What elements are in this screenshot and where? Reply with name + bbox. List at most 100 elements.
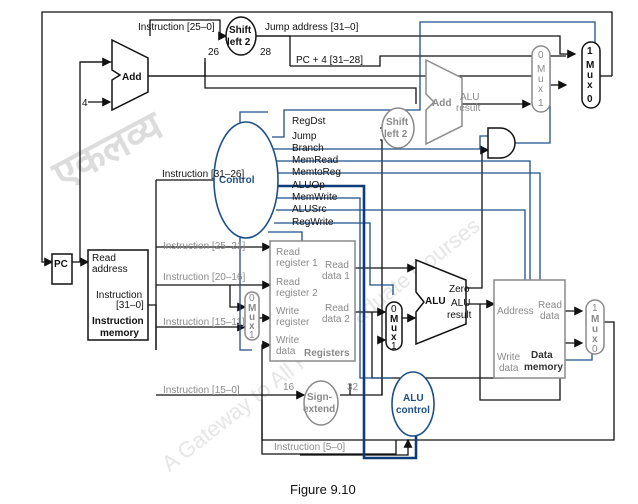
shift-top-line1: Shift <box>229 25 252 36</box>
svg-text:Write: Write <box>276 306 300 317</box>
pc-adder <box>111 38 149 112</box>
branch-adder-result-1: ALU <box>460 92 479 103</box>
jump-mux-labels: 1 M u x 0 <box>586 46 594 105</box>
svg-text:0: 0 <box>587 94 593 105</box>
label-28: 28 <box>260 47 272 58</box>
alu-control-line2: control <box>396 405 430 416</box>
label-instr-31-26: Instruction [31–26] <box>162 169 244 180</box>
svg-text:u: u <box>592 324 598 335</box>
svg-text:Read: Read <box>276 247 300 258</box>
shift-mid-line1: Shift <box>386 117 409 128</box>
svg-text:Write: Write <box>276 335 300 346</box>
alu-result-label-1: ALU <box>451 298 470 309</box>
signal-aluop: ALUOp <box>292 180 325 191</box>
signal-branch: Branch <box>292 143 324 154</box>
branch-adder <box>425 58 463 146</box>
svg-text:0: 0 <box>592 344 598 355</box>
signal-regdst: RegDst <box>292 116 326 127</box>
svg-text:M: M <box>248 303 256 314</box>
shift-left-2-jump <box>225 16 257 56</box>
register-file-labels: Read register 1 Read register 2 Write re… <box>276 247 350 359</box>
svg-text:Read: Read <box>276 277 300 288</box>
svg-text:Registers: Registers <box>304 348 350 359</box>
label-jump-address: Jump address [31–0] <box>265 22 359 33</box>
svg-text:u: u <box>391 323 397 334</box>
data-memory <box>493 279 566 379</box>
svg-text:0: 0 <box>538 50 544 61</box>
alusrc-mux <box>385 301 403 351</box>
svg-text:0: 0 <box>249 293 255 304</box>
svg-text:memory: memory <box>100 328 139 339</box>
alu-control-line1: ALU <box>403 393 424 404</box>
main-alu <box>415 258 467 346</box>
label-instr-5-0: Instruction [5–0] <box>274 442 345 453</box>
svg-text:x: x <box>538 84 543 95</box>
label-pc4: PC + 4 [31–28] <box>296 55 363 66</box>
gray-wire-labels: Instruction [25–21] Instruction [20–16] … <box>163 241 359 453</box>
label-26: 26 <box>208 47 220 58</box>
memtoreg-mux <box>585 299 605 355</box>
svg-text:register 1: register 1 <box>276 258 318 269</box>
figure-caption: Figure 9.10 <box>290 482 356 497</box>
branch-and-gate <box>487 127 516 159</box>
instruction-memory <box>87 249 149 341</box>
svg-text:Data: Data <box>531 350 553 361</box>
svg-text:data: data <box>276 346 296 357</box>
svg-text:1: 1 <box>587 46 593 57</box>
label-instr-20-16: Instruction [20–16] <box>163 272 245 283</box>
svg-text:x: x <box>249 321 255 332</box>
control-label: Control <box>219 175 255 186</box>
svg-text:memory: memory <box>524 362 563 373</box>
signal-regwrite: RegWrite <box>292 217 334 228</box>
svg-text:Instruction: Instruction <box>92 316 144 327</box>
black-wires <box>41 11 615 456</box>
svg-text:1: 1 <box>249 330 255 341</box>
svg-text:Read: Read <box>325 260 349 271</box>
svg-text:1: 1 <box>538 98 544 109</box>
svg-text:1: 1 <box>592 303 598 314</box>
register-file <box>269 240 356 362</box>
alusrc-mux-labels: 0 M u x 1 <box>390 304 398 352</box>
alu-result-label-2: result <box>447 310 472 321</box>
svg-text:M: M <box>586 60 594 71</box>
svg-text:x: x <box>587 80 593 91</box>
memtoreg-mux-labels: 1 M u x 0 <box>591 303 599 355</box>
label-instr-25-0: Instruction [25–0] <box>138 22 215 33</box>
signal-memread: MemRead <box>292 155 338 166</box>
data-memory-labels: Address Read data Write data Data memory <box>497 300 563 374</box>
svg-text:u: u <box>587 70 593 81</box>
add-constant-4: 4 <box>82 98 88 109</box>
sign-extend-line1: Sign- <box>307 392 332 403</box>
control-unit <box>213 121 279 239</box>
svg-text:M: M <box>537 64 545 75</box>
alu-label: ALU <box>425 296 446 307</box>
svg-text:data: data <box>540 311 560 322</box>
svg-text:M: M <box>390 314 398 325</box>
label-16: 16 <box>283 382 295 393</box>
watermark-logo-text: एकलव्य <box>45 103 172 198</box>
svg-text:Address: Address <box>497 306 534 317</box>
signal-jump: Jump <box>292 131 317 142</box>
svg-text:x: x <box>592 334 598 345</box>
sign-extend-line2: extend <box>303 404 335 415</box>
svg-text:register 2: register 2 <box>276 288 318 299</box>
svg-text:u: u <box>538 74 544 85</box>
jump-mux <box>581 41 601 109</box>
regdst-mux-labels: 0 M u x 1 <box>248 293 256 341</box>
label-instr-25-21: Instruction [25–21] <box>163 241 245 252</box>
signal-alusrc: ALUSrc <box>292 204 326 215</box>
instruction-memory-labels: Read address Instruction [31–0] Instruct… <box>92 253 144 339</box>
wire-labels: Instruction [25–0] Jump address [31–0] P… <box>138 22 363 180</box>
label-instr-15-11: Instruction [15–11] <box>163 317 245 328</box>
branch-mux <box>531 45 551 113</box>
svg-text:Instruction: Instruction <box>96 290 142 301</box>
alu-control <box>391 371 435 437</box>
pc-register <box>51 253 73 285</box>
svg-text:Read: Read <box>325 303 349 314</box>
signal-memwrite: MemWrite <box>292 192 338 203</box>
regdst-mux <box>244 291 260 341</box>
label-32: 32 <box>347 382 359 393</box>
svg-text:address: address <box>92 264 128 275</box>
svg-text:Read: Read <box>92 253 116 264</box>
